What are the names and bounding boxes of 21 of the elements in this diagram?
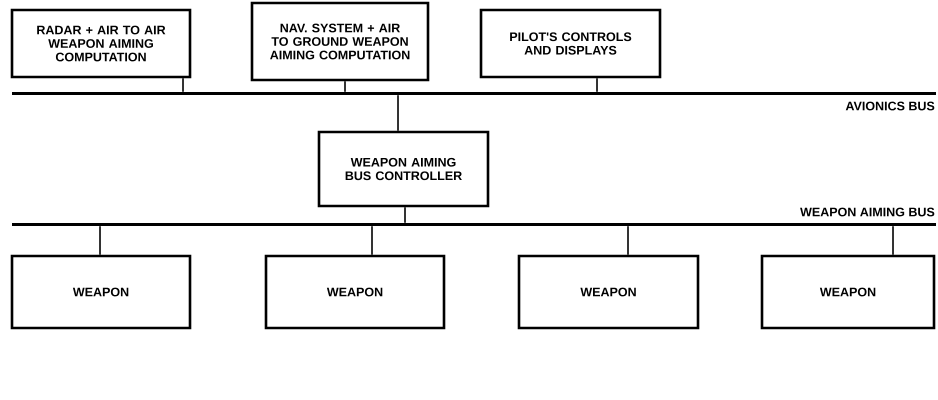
connector-line: [344, 81, 346, 92]
bus-label: WEAPON AIMING BUS: [800, 208, 934, 216]
block-box: WEAPON AIMING BUS CONTROLLER: [318, 130, 490, 208]
block-box: RADAR + AIR TO AIR WEAPON AIMING COMPUTATION: [10, 8, 192, 78]
bus-label: AVIONICS BUS: [846, 102, 934, 110]
block-box: NAV. SYSTEM + AIR TO GROUND WEAPON AIMING COMPUTATION: [250, 2, 430, 82]
block-box: WEAPON: [518, 254, 700, 330]
connector-line: [371, 226, 373, 255]
bus-line: [12, 223, 936, 226]
block-box: WEAPON: [264, 254, 446, 330]
connector-line: [404, 207, 406, 223]
connector-line: [397, 95, 399, 131]
block-box: PILOT'S CONTROLS AND DISPLAYS: [480, 8, 662, 78]
connector-line: [596, 78, 598, 92]
block-box: WEAPON: [760, 254, 936, 330]
connector-line: [892, 226, 894, 255]
connector-line: [99, 226, 101, 255]
block-box: WEAPON: [10, 254, 192, 330]
bus-line: [12, 92, 936, 95]
connector-line: [627, 226, 629, 255]
connector-line: [182, 78, 184, 92]
